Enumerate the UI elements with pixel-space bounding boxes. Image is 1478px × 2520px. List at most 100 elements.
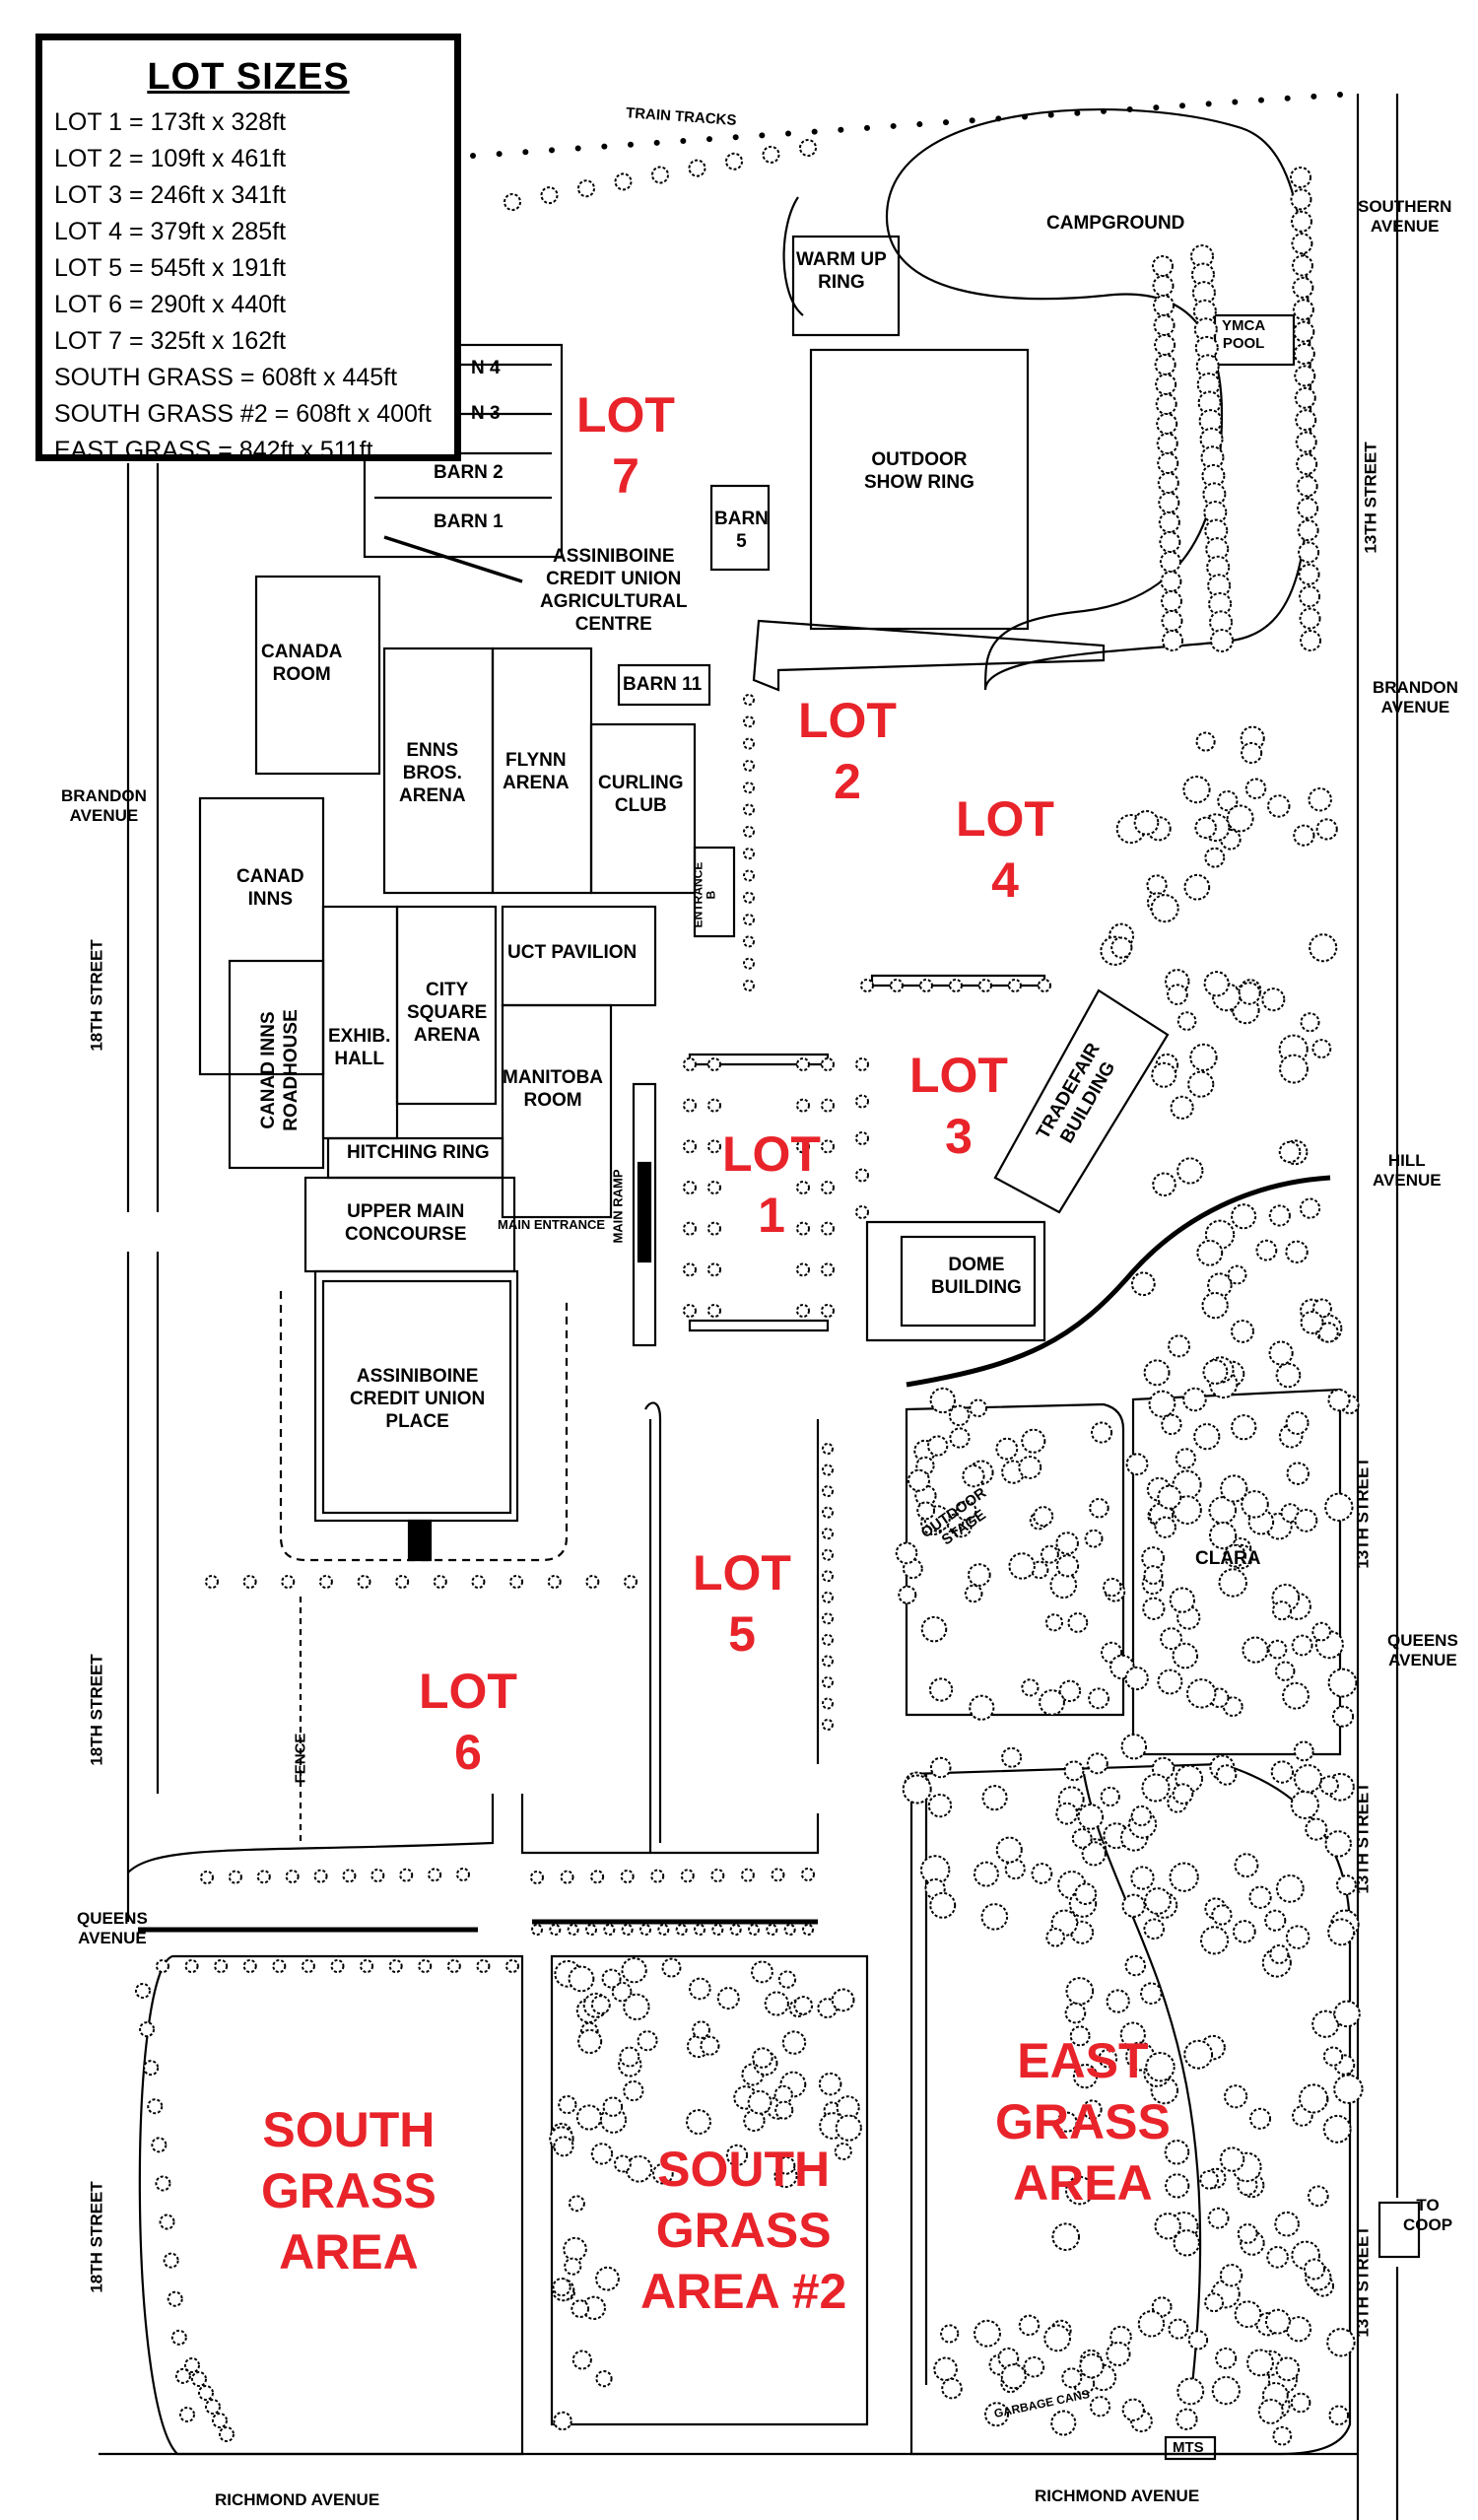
tree-icon: [822, 1528, 834, 1540]
tree-icon: [147, 2098, 164, 2115]
tree-icon: [821, 1221, 835, 1236]
tree-icon: [1311, 1039, 1332, 1058]
tree-icon: [1218, 1568, 1247, 1598]
lot-7-number: 7: [612, 448, 639, 504]
tree-icon: [680, 1869, 695, 1883]
tree-icon: [834, 2143, 852, 2161]
tree-icon: [1125, 1453, 1149, 1476]
tree-icon: [540, 186, 559, 205]
tree-icon: [949, 1427, 971, 1449]
lot-3-number: 3: [945, 1109, 973, 1164]
legend-row: EAST GRASS = 842ft x 511ft: [54, 437, 373, 464]
tree-icon: [1159, 531, 1181, 553]
tree-icon: [902, 1558, 923, 1580]
tree-icon: [1051, 2222, 1081, 2251]
tree-icon: [590, 1870, 605, 1884]
clara-area: [1131, 1388, 1342, 1756]
tree-icon: [729, 1924, 742, 1936]
queens-avenue-road: [138, 1919, 818, 1933]
tree-icon: [1069, 2025, 1091, 2047]
tree-icon: [1297, 519, 1319, 542]
tree-icon: [1274, 2211, 1300, 2237]
tree-icon: [1234, 2300, 1262, 2329]
enns-arena-line-2: BROS.: [402, 763, 462, 783]
lot-5-number: 5: [728, 1606, 756, 1662]
tree-icon: [1158, 492, 1180, 513]
tree-icon: [1172, 1642, 1199, 1669]
tree-icon: [1324, 1830, 1352, 1858]
tree-icon: [743, 891, 755, 904]
agricultural-centre-line-3: AGRICULTURAL: [540, 591, 688, 612]
tree-icon: [471, 1575, 486, 1589]
tree-icon: [242, 1575, 257, 1589]
tree-icon: [1246, 2349, 1274, 2377]
tree-icon: [1082, 2099, 1103, 2120]
tree-icon: [1143, 1565, 1164, 1586]
tree-icon: [1141, 1773, 1171, 1803]
tree-icon: [974, 2319, 1001, 2348]
track-dot: [1047, 111, 1054, 118]
tree-icon: [688, 1977, 711, 2001]
tree-icon: [764, 1991, 789, 2016]
tree-icon: [504, 193, 521, 211]
tree-icon: [1203, 971, 1230, 997]
tree-icon: [1282, 1681, 1310, 1710]
tree-icon: [1183, 873, 1211, 901]
tree-icon: [1299, 585, 1321, 608]
tree-icon: [822, 1485, 834, 1498]
tree-icon: [969, 1398, 988, 1418]
tree-icon: [762, 145, 780, 164]
eighteenth-street-label: 18TH STREET: [87, 1654, 106, 1766]
thirteenth-street-label: 13TH STREET: [1353, 1457, 1373, 1569]
tree-icon: [661, 1957, 682, 1978]
track-dot: [574, 145, 581, 152]
tree-icon: [1157, 1484, 1182, 1510]
tree-icon: [1189, 1043, 1218, 1072]
tree-icon: [781, 2030, 807, 2055]
tree-icon: [613, 2154, 632, 2173]
exhib-hall-label: EXHIB.HALL: [328, 1025, 390, 1070]
ymca-pool-line-2: POOL: [1222, 335, 1265, 352]
tree-icon: [822, 1591, 834, 1603]
tree-icon: [683, 1304, 697, 1318]
tree-icon: [933, 2356, 958, 2382]
tree-icon: [855, 1057, 869, 1071]
tree-icon: [1175, 1448, 1196, 1469]
tree-icon: [614, 172, 633, 191]
tree-icon: [1153, 295, 1176, 316]
tree-icon: [179, 2407, 195, 2422]
lot-2-word: LOT: [798, 693, 897, 748]
city-square-arena: [395, 905, 498, 1106]
warm-up-ring-line-1: WARM UP: [796, 249, 887, 270]
tree-icon: [801, 1868, 815, 1881]
tree-icon: [1186, 1678, 1217, 1709]
track-dot: [601, 143, 608, 150]
tree-icon: [184, 1959, 199, 1973]
richmond-avenue-label: RICHMOND AVENUE: [215, 2490, 380, 2509]
tree-icon: [301, 1959, 315, 1973]
tree-icon: [1154, 334, 1176, 356]
queens-avenue-east-line-2: AVENUE: [1388, 1651, 1457, 1669]
tree-icon: [1173, 1495, 1202, 1526]
outdoor-show-ring-line-2: SHOW RING: [864, 472, 974, 493]
tree-icon: [1261, 988, 1286, 1012]
tree-icon: [683, 1057, 697, 1071]
tree-icon: [1268, 1204, 1291, 1227]
tree-icon: [1196, 1239, 1224, 1266]
tree-icon: [214, 1959, 229, 1973]
track-dot: [890, 122, 897, 129]
tree-icon: [1119, 2021, 1146, 2048]
tree-icon: [956, 1500, 977, 1522]
lot-4-number: 4: [991, 852, 1019, 908]
tree-icon: [1315, 818, 1338, 841]
tree-icon: [1130, 1271, 1156, 1297]
agricultural-centre-line-1: ASSINIBOINE: [552, 546, 675, 567]
tree-icon: [1248, 1885, 1272, 1909]
tree-icon: [898, 1585, 917, 1604]
upper-main-line-1: UPPER MAIN: [347, 1201, 465, 1222]
